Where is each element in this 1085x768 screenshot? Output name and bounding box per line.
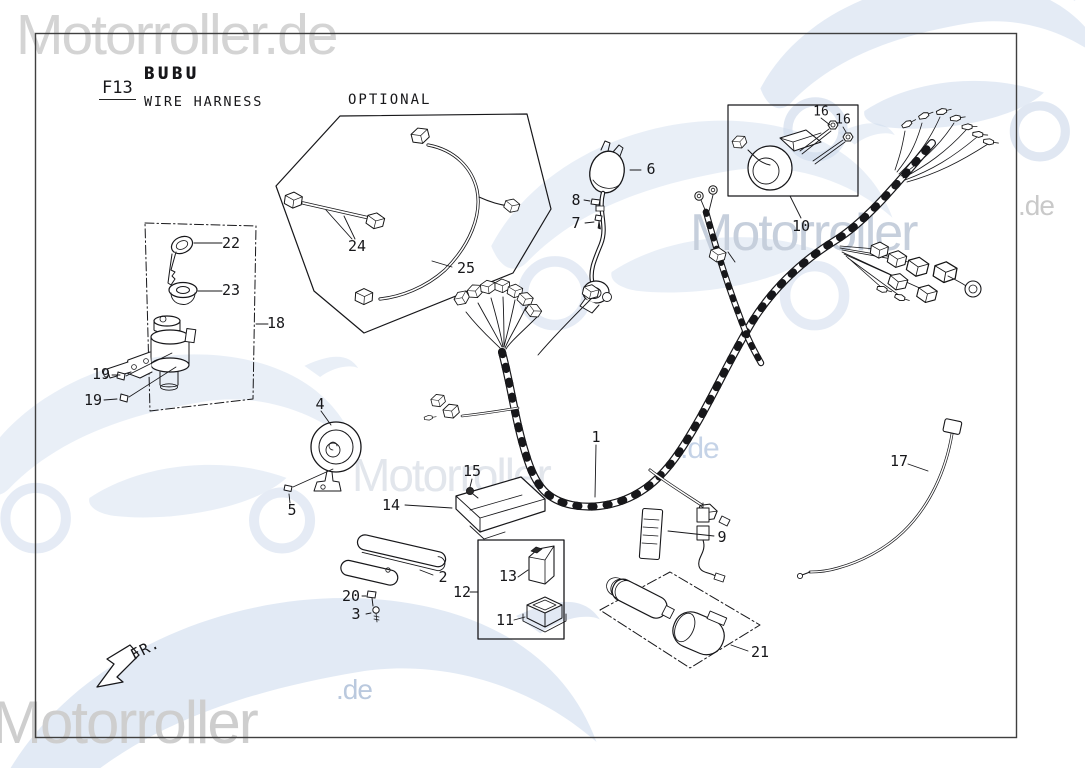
- part-number-20: 20: [341, 587, 361, 605]
- relay-14: [404, 476, 546, 540]
- part-number-11: 11: [495, 611, 515, 629]
- part-number-6: 6: [646, 160, 656, 178]
- harness-connector-fan: [839, 240, 982, 306]
- part-number-15: 15: [462, 462, 482, 480]
- part-number-1: 1: [591, 428, 601, 446]
- plug-cap-group-21: [599, 571, 761, 669]
- part-number-8: 8: [571, 191, 581, 209]
- mount-pads-2: [340, 534, 447, 586]
- front-direction-arrow: [96, 644, 140, 688]
- screw-8: [583, 198, 601, 212]
- part-number-9: 9: [717, 528, 727, 546]
- watermark-suffix-right: .de: [1018, 190, 1055, 221]
- optional-region-outline: [275, 113, 552, 334]
- part-number-21: 21: [750, 643, 770, 661]
- optional-cable-24: [283, 190, 387, 240]
- lock-cap-23: [168, 281, 223, 305]
- part-number-10: 10: [791, 217, 811, 235]
- flasher-unit-13: [517, 545, 555, 585]
- horn-4: [310, 410, 362, 492]
- part-number-4: 4: [315, 395, 325, 413]
- lock-set-group-18: [144, 222, 269, 412]
- fuse-9: [638, 502, 726, 583]
- part-number-17: 17: [889, 452, 909, 470]
- bolt-20: [361, 590, 377, 607]
- part-number-7: 7: [571, 214, 581, 232]
- harness-terminal-fan: [894, 105, 1000, 183]
- screw-15: [465, 478, 479, 499]
- watermark-brand-top: Motorroller.de: [16, 3, 338, 67]
- diagram-title: WIRE HARNESS: [144, 94, 264, 110]
- harness-ground-branch: [694, 185, 765, 367]
- flasher-relay-box-10: [727, 104, 859, 219]
- main-harness-1: [498, 139, 936, 511]
- optional-cable-25: [354, 125, 522, 306]
- diode-unit-11: [513, 596, 567, 633]
- part-number-13: 13: [498, 567, 518, 585]
- harness-head-connectors: [451, 278, 601, 356]
- part-number-2: 2: [438, 568, 448, 586]
- cable-17: [796, 418, 963, 580]
- screw-3: [365, 606, 380, 623]
- part-number-19a: 19: [91, 365, 111, 383]
- part-number-23: 23: [221, 281, 241, 299]
- model-name: BUBU: [144, 64, 200, 83]
- screw-5: [283, 468, 334, 504]
- cdi-group-12: [469, 539, 565, 640]
- part-number-5: 5: [287, 501, 297, 519]
- part-number-16a: 16: [813, 104, 829, 120]
- key-22: [167, 235, 223, 286]
- leader-part-1: [594, 444, 597, 498]
- harness-fuse-lead: [648, 468, 731, 527]
- screw-19b: [103, 366, 177, 403]
- optional-label: OPTIONAL: [348, 92, 432, 108]
- part-number-18: 18: [266, 314, 286, 332]
- part-number-24: 24: [347, 237, 367, 255]
- part-number-14: 14: [381, 496, 401, 514]
- screw-7: [584, 214, 603, 230]
- harness-mid-connectors: [423, 392, 520, 422]
- watermark-suffix-bottom: .de: [336, 674, 373, 705]
- part-number-3: 3: [351, 605, 361, 623]
- part-number-22: 22: [221, 234, 241, 252]
- part-number-12: 12: [452, 583, 472, 601]
- part-number-25: 25: [456, 259, 476, 277]
- page-border: [34, 32, 1018, 739]
- watermark-brand-bottom: Motorroller: [0, 689, 259, 756]
- figure-code: F13: [99, 78, 136, 100]
- part-number-19b: 19: [83, 391, 103, 409]
- ignition-switch-18: [103, 315, 197, 391]
- part-number-16b: 16: [835, 112, 851, 128]
- screw-19a: [111, 352, 173, 381]
